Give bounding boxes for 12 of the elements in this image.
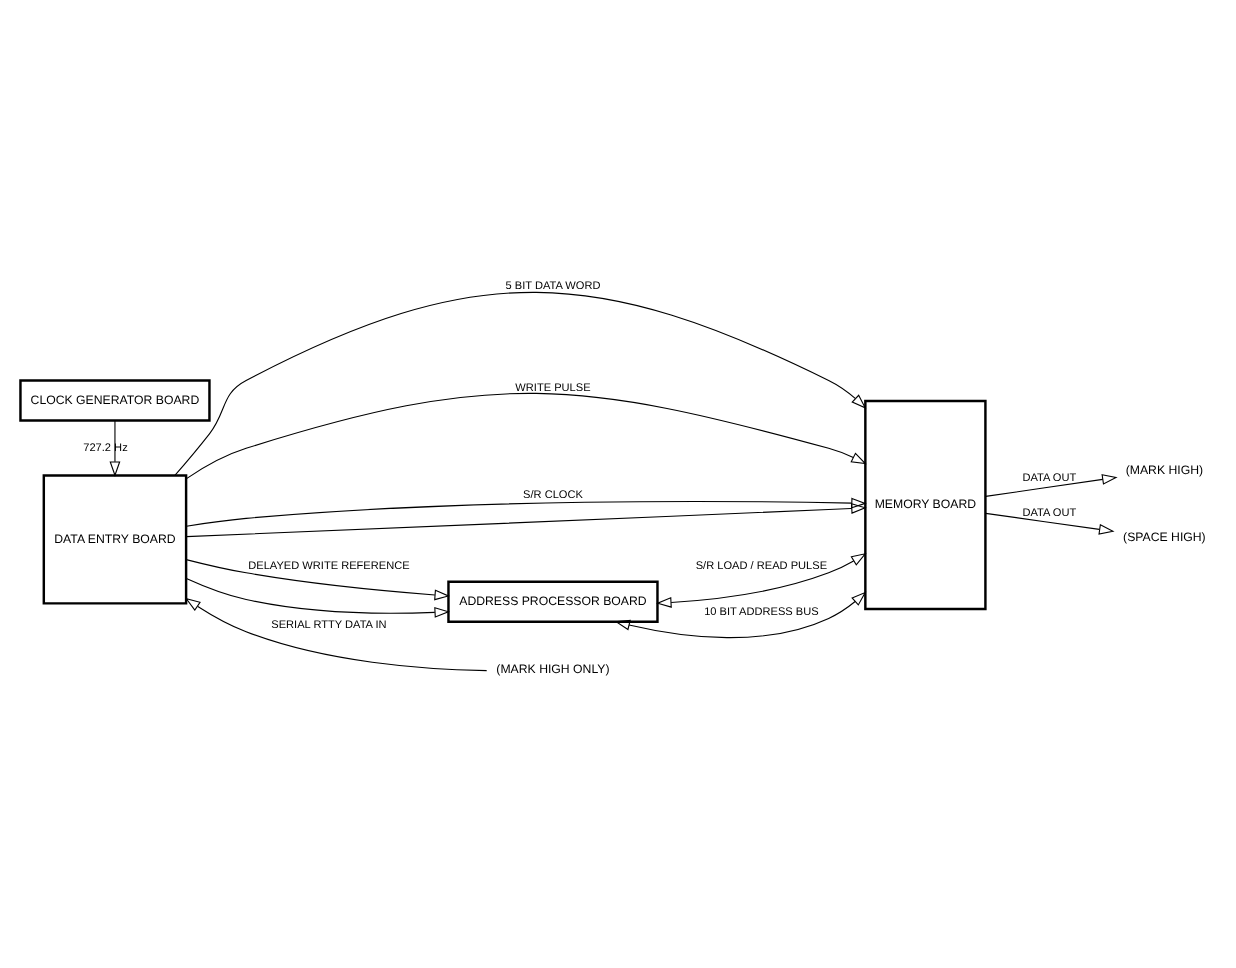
arrow xyxy=(174,290,867,475)
arrow xyxy=(185,502,867,537)
arrow xyxy=(185,576,451,617)
arrow xyxy=(985,473,1118,496)
arrow xyxy=(656,551,867,607)
arrow xyxy=(185,496,867,526)
arrow xyxy=(185,558,451,600)
arrow xyxy=(614,590,867,638)
arrow xyxy=(985,511,1115,534)
arrow xyxy=(109,419,121,476)
arrow xyxy=(185,391,867,479)
arrow xyxy=(184,596,488,671)
